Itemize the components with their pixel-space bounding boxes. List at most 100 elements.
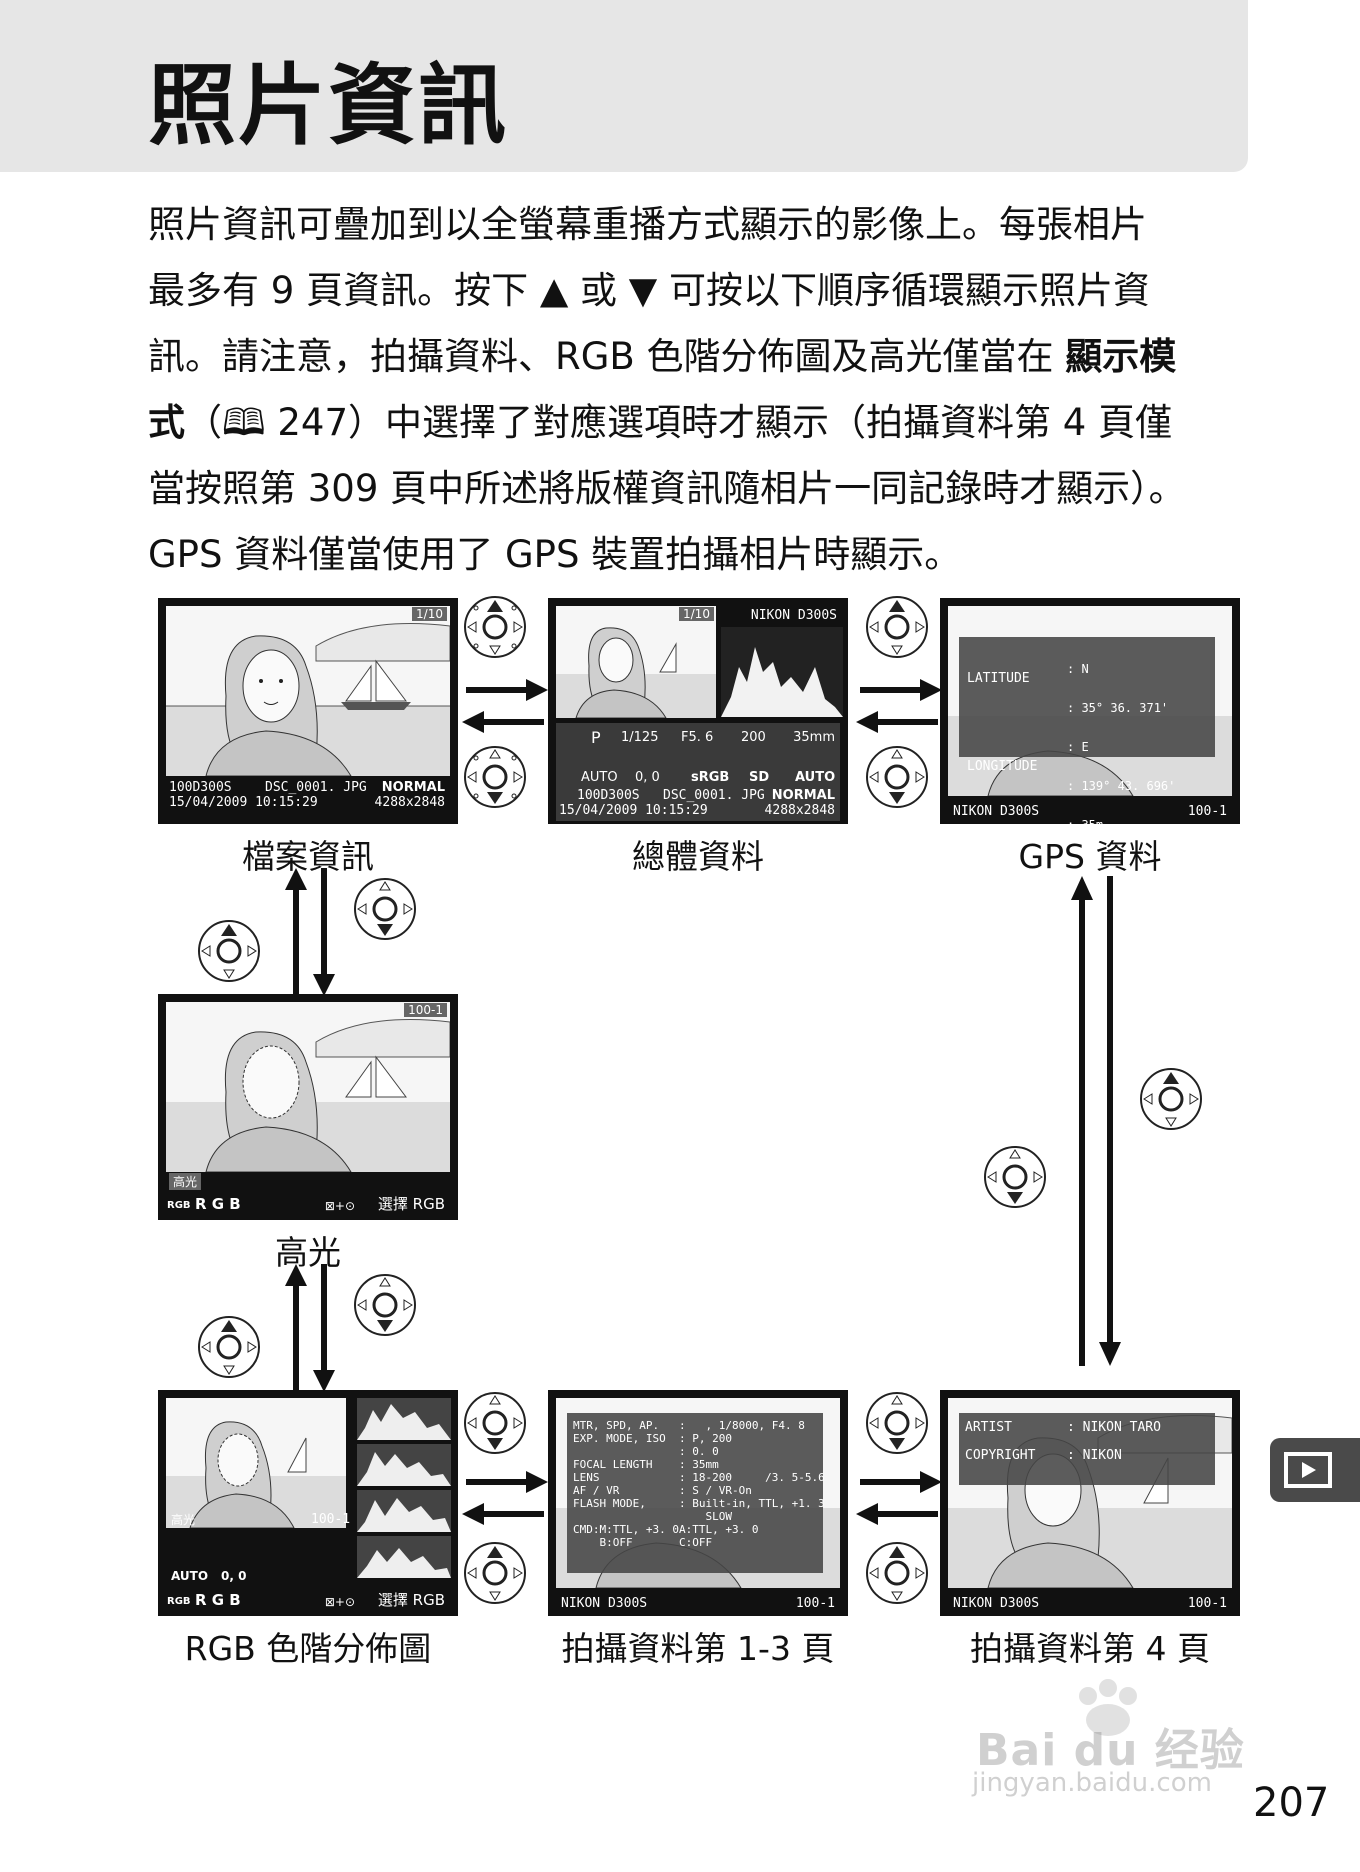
camera-model: NIKON D300S xyxy=(750,608,837,623)
rgb-channels: R G B xyxy=(195,1591,241,1609)
intro-paragraph: 照片資訊可疊加到以全螢幕重播方式顯示的影像上。每張相片 最多有 9 頁資訊。按下… xyxy=(148,192,1248,588)
frame-counter: 100-1 xyxy=(404,1003,447,1017)
multi-selector-up-icon xyxy=(864,1540,930,1606)
camera-model: NIKON D300S xyxy=(953,1596,1040,1611)
gps-labels: LATITUDE LONGITUDE ALTITUDE TIME(UTC) HE… xyxy=(967,641,1037,1025)
artist-label: ARTIST xyxy=(965,1420,1012,1435)
artist-value: : NIKON TARO xyxy=(1067,1420,1161,1435)
caption-gps: GPS 資料 xyxy=(1018,837,1162,876)
photo-thumbnail xyxy=(166,1398,346,1528)
histogram-luminance xyxy=(357,1398,451,1440)
arrow-pair-horizontal xyxy=(462,676,548,736)
multi-selector-up-icon xyxy=(196,1314,262,1380)
camera-model: NIKON D300S xyxy=(953,804,1040,819)
gps-altitude: : 35m xyxy=(1067,818,1104,832)
folder-number: 100-1 xyxy=(1187,804,1227,819)
frame-counter: 1/10 xyxy=(412,607,447,621)
intro-line-6: GPS 資料僅當使用了 GPS 裝置拍攝相片時顯示。 xyxy=(148,533,962,576)
screen-overview: 1/10 NIKON D300S P 1/125 F5. 6 200 35mm … xyxy=(548,598,848,824)
multi-selector-down-icon xyxy=(864,744,930,810)
photo-preview xyxy=(166,606,450,776)
gps-date: : 15/04/2009 xyxy=(1067,857,1154,871)
display-mode-link: 顯示模 xyxy=(1065,335,1177,378)
screen-highlights: 100-1 高光 R G B RGB 選擇 RGB ⊠+⊙ xyxy=(158,994,458,1220)
caption-file-info: 檔案資訊 xyxy=(242,837,374,876)
rgb-channels: R G B xyxy=(195,1195,241,1213)
image-size: 4288x2848 xyxy=(374,795,445,810)
color-space: sRGB xyxy=(691,770,730,785)
intro-line-1: 照片資訊可疊加到以全螢幕重播方式顯示的影像上。每張相片 xyxy=(148,203,1147,246)
copyright-label: COPYRIGHT xyxy=(965,1448,1036,1463)
shooting-data-panel xyxy=(567,1413,823,1573)
intro-line-4: 式（🕮 247）中選擇了對應選項時才顯示（拍攝資料第 4 頁僅 xyxy=(148,401,1173,444)
gps-lat-ref: : N xyxy=(1067,662,1089,676)
histogram-green xyxy=(357,1490,451,1532)
gps-label-longitude: LONGITUDE xyxy=(967,759,1038,774)
multi-selector-up-icon xyxy=(462,1540,528,1606)
wb-adjust: 0, 0 xyxy=(635,770,660,785)
picture-control: SD xyxy=(749,770,770,785)
title-band xyxy=(0,0,1248,172)
white-balance: AUTO xyxy=(581,770,618,785)
multi-selector-down-icon xyxy=(352,1272,418,1338)
shutter-speed: 1/125 xyxy=(621,730,659,745)
caption-rgb-histogram: RGB 色階分佈圖 xyxy=(184,1629,432,1668)
wb-adjust: 0, 0 xyxy=(221,1569,247,1583)
button-combo-icon: ⊠+⊙ xyxy=(324,1595,355,1609)
arrow-pair-horizontal xyxy=(462,1468,548,1528)
portrait-photo xyxy=(166,1398,346,1528)
select-rgb-hint: 選擇 RGB xyxy=(377,1591,445,1609)
button-combo-icon: ⊠+⊙ xyxy=(324,1199,355,1213)
playback-section-tab xyxy=(1270,1438,1360,1502)
image-quality: NORMAL xyxy=(771,788,835,803)
intro-line-5: 當按照第 309 頁中所述將版權資訊隨相片一同記錄時才顯示）。 xyxy=(148,467,1186,510)
gps-label-heading: HEADING xyxy=(967,980,1022,995)
shooting-data-labels: MTR, SPD, AP. EXP. MODE, ISO FOCAL LENGT… xyxy=(573,1419,679,1549)
copyright-panel xyxy=(959,1413,1215,1485)
multi-selector-down-icon xyxy=(864,1390,930,1456)
white-balance: AUTO xyxy=(171,1569,209,1583)
histogram xyxy=(721,627,843,717)
image-quality: NORMAL xyxy=(381,780,445,795)
gps-lon: : 139° 43. 696' xyxy=(1067,779,1176,793)
gps-lat: : 35° 36. 371' xyxy=(1067,701,1169,715)
caption-highlights: 高光 xyxy=(275,1233,341,1272)
intro-line-2: 最多有 9 頁資訊。按下 ▲ 或 ▼ 可按以下順序循環顯示照片資 xyxy=(148,269,1151,312)
gps-label-altitude: ALTITUDE xyxy=(967,847,1030,862)
shooting-summary-panel xyxy=(556,723,840,821)
gps-label-latitude: LATITUDE xyxy=(967,671,1030,686)
shooting-data-values: : , 1/8000, F4. 8 : P, 200 : 0. 0 : 35mm… xyxy=(679,1419,825,1549)
watermark-url: jingyan.baidu.com xyxy=(972,1768,1212,1798)
highlights-label: 高光 xyxy=(169,1173,202,1190)
multi-selector-up-icon xyxy=(462,594,528,660)
arrow-pair-horizontal xyxy=(856,676,942,736)
image-size: 4288x2848 xyxy=(764,803,835,818)
screen-file-info: 1/10 100D300S DSC_0001. JPG NORMAL 15/04… xyxy=(158,598,458,824)
histogram-red xyxy=(357,1444,451,1486)
page-title: 照片資訊 xyxy=(148,54,509,157)
exposure-mode: P xyxy=(591,728,601,747)
folder-number: 100-1 xyxy=(795,1596,835,1611)
portrait-photo xyxy=(166,1002,450,1172)
aperture: F5. 6 xyxy=(681,730,714,745)
gps-label-time: TIME(UTC) xyxy=(967,892,1038,907)
arrow-pair-vertical xyxy=(280,868,340,996)
arrow-pair-vertical-long xyxy=(1066,876,1126,1366)
page-number: 207 xyxy=(1253,1780,1330,1826)
screen-shooting-data-1-3: MTR, SPD, AP. EXP. MODE, ISO FOCAL LENGT… xyxy=(548,1390,848,1616)
caption-shooting-data-4: 拍攝資料第 4 頁 xyxy=(970,1629,1210,1668)
arrow-pair-vertical xyxy=(280,1264,340,1392)
screen-gps: LATITUDE LONGITUDE ALTITUDE TIME(UTC) HE… xyxy=(940,598,1240,995)
select-rgb-hint: 選擇 RGB xyxy=(377,1195,445,1213)
multi-selector-down-icon xyxy=(462,1390,528,1456)
gps-heading: : 105. 07° xyxy=(1067,935,1140,949)
frame-counter: 100-1 xyxy=(311,1512,351,1527)
portrait-photo xyxy=(166,606,450,776)
multi-selector-down-icon xyxy=(982,1144,1048,1210)
highlights-label: 高光 xyxy=(171,1513,196,1527)
file-name: DSC_0001. JPG xyxy=(663,788,765,803)
multi-selector-up-icon xyxy=(864,594,930,660)
baidu-paw-watermark-icon xyxy=(968,1676,1268,1786)
watermark-brand: Bai du 经验 xyxy=(976,1725,1245,1776)
copyright-value: : NIKON xyxy=(1067,1448,1122,1463)
